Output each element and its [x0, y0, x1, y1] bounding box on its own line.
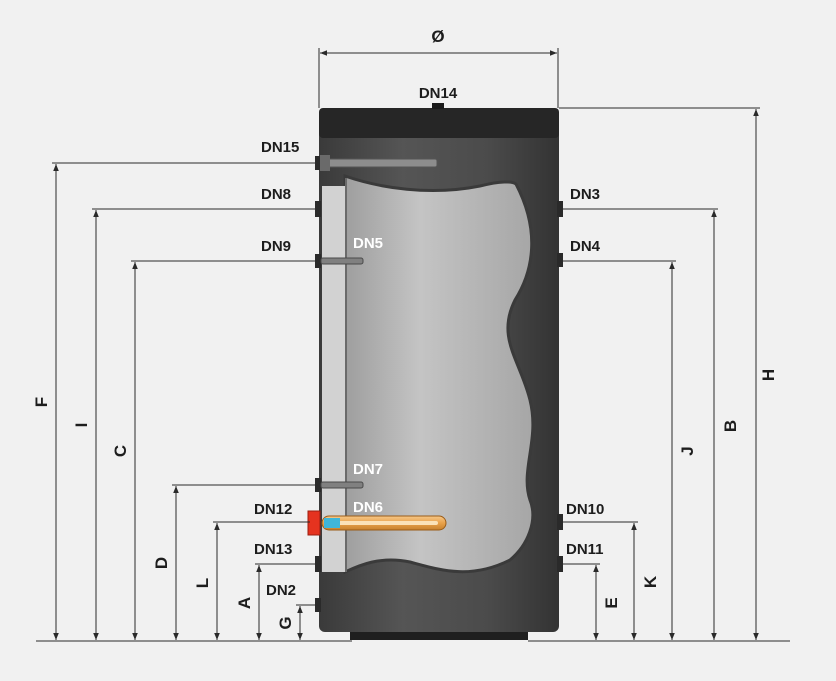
- dim-label-j: J: [678, 446, 697, 455]
- label-dn5: DN5: [353, 235, 383, 252]
- label-dn12: DN12: [254, 501, 292, 518]
- dim-label-i: I: [72, 423, 91, 428]
- dn14-port: [432, 103, 444, 109]
- inner-wall-strip: [322, 186, 346, 572]
- diameter-dimension: Ø: [318, 27, 559, 108]
- label-dn2: DN2: [266, 582, 296, 599]
- heater-rod-core: [330, 521, 438, 525]
- dim-label-f: F: [32, 397, 51, 407]
- dim-label-a: A: [235, 597, 254, 609]
- label-dn7: DN7: [353, 461, 383, 478]
- tank-cutaway: [343, 173, 535, 575]
- dim-label-d: D: [152, 557, 171, 569]
- heater-sensor: [324, 518, 340, 528]
- connection-labels: DN14 DN15 DN8 DN9 DN5 DN3 DN4 DN7 DN12 D…: [254, 85, 604, 599]
- dn5-sensor: [320, 257, 364, 265]
- dim-label-b: B: [721, 420, 740, 432]
- dim-label-c: C: [111, 445, 130, 457]
- label-dn10: DN10: [566, 501, 604, 518]
- dim-label-g: G: [276, 616, 295, 629]
- left-dimensions: F I C D L A G: [32, 164, 303, 640]
- left-reference-lines: [36, 162, 352, 642]
- heater-flange: [307, 510, 321, 536]
- label-dn4: DN4: [570, 238, 601, 255]
- right-reference-lines: [528, 107, 790, 642]
- tank-body: [307, 103, 563, 640]
- label-dn15: DN15: [261, 139, 299, 156]
- tank-top-cap: [319, 108, 559, 138]
- dim-label-e: E: [602, 597, 621, 608]
- dim-label-k: K: [641, 575, 660, 588]
- label-dn6: DN6: [353, 499, 383, 516]
- diameter-label: Ø: [431, 27, 444, 46]
- dim-label-h: H: [759, 369, 778, 381]
- right-dimensions: H B J K E: [593, 109, 778, 640]
- dim-label-l: L: [193, 578, 212, 588]
- label-dn8: DN8: [261, 186, 291, 203]
- label-dn3: DN3: [570, 186, 600, 203]
- label-dn11: DN11: [566, 541, 604, 558]
- label-dn13: DN13: [254, 541, 292, 558]
- label-dn9: DN9: [261, 238, 291, 255]
- port-right-dn4: [557, 253, 563, 267]
- dn15-pipe: [320, 158, 438, 168]
- dn15-fitting: [320, 155, 330, 171]
- dn7-sensor: [320, 481, 364, 489]
- label-dn14: DN14: [419, 85, 458, 102]
